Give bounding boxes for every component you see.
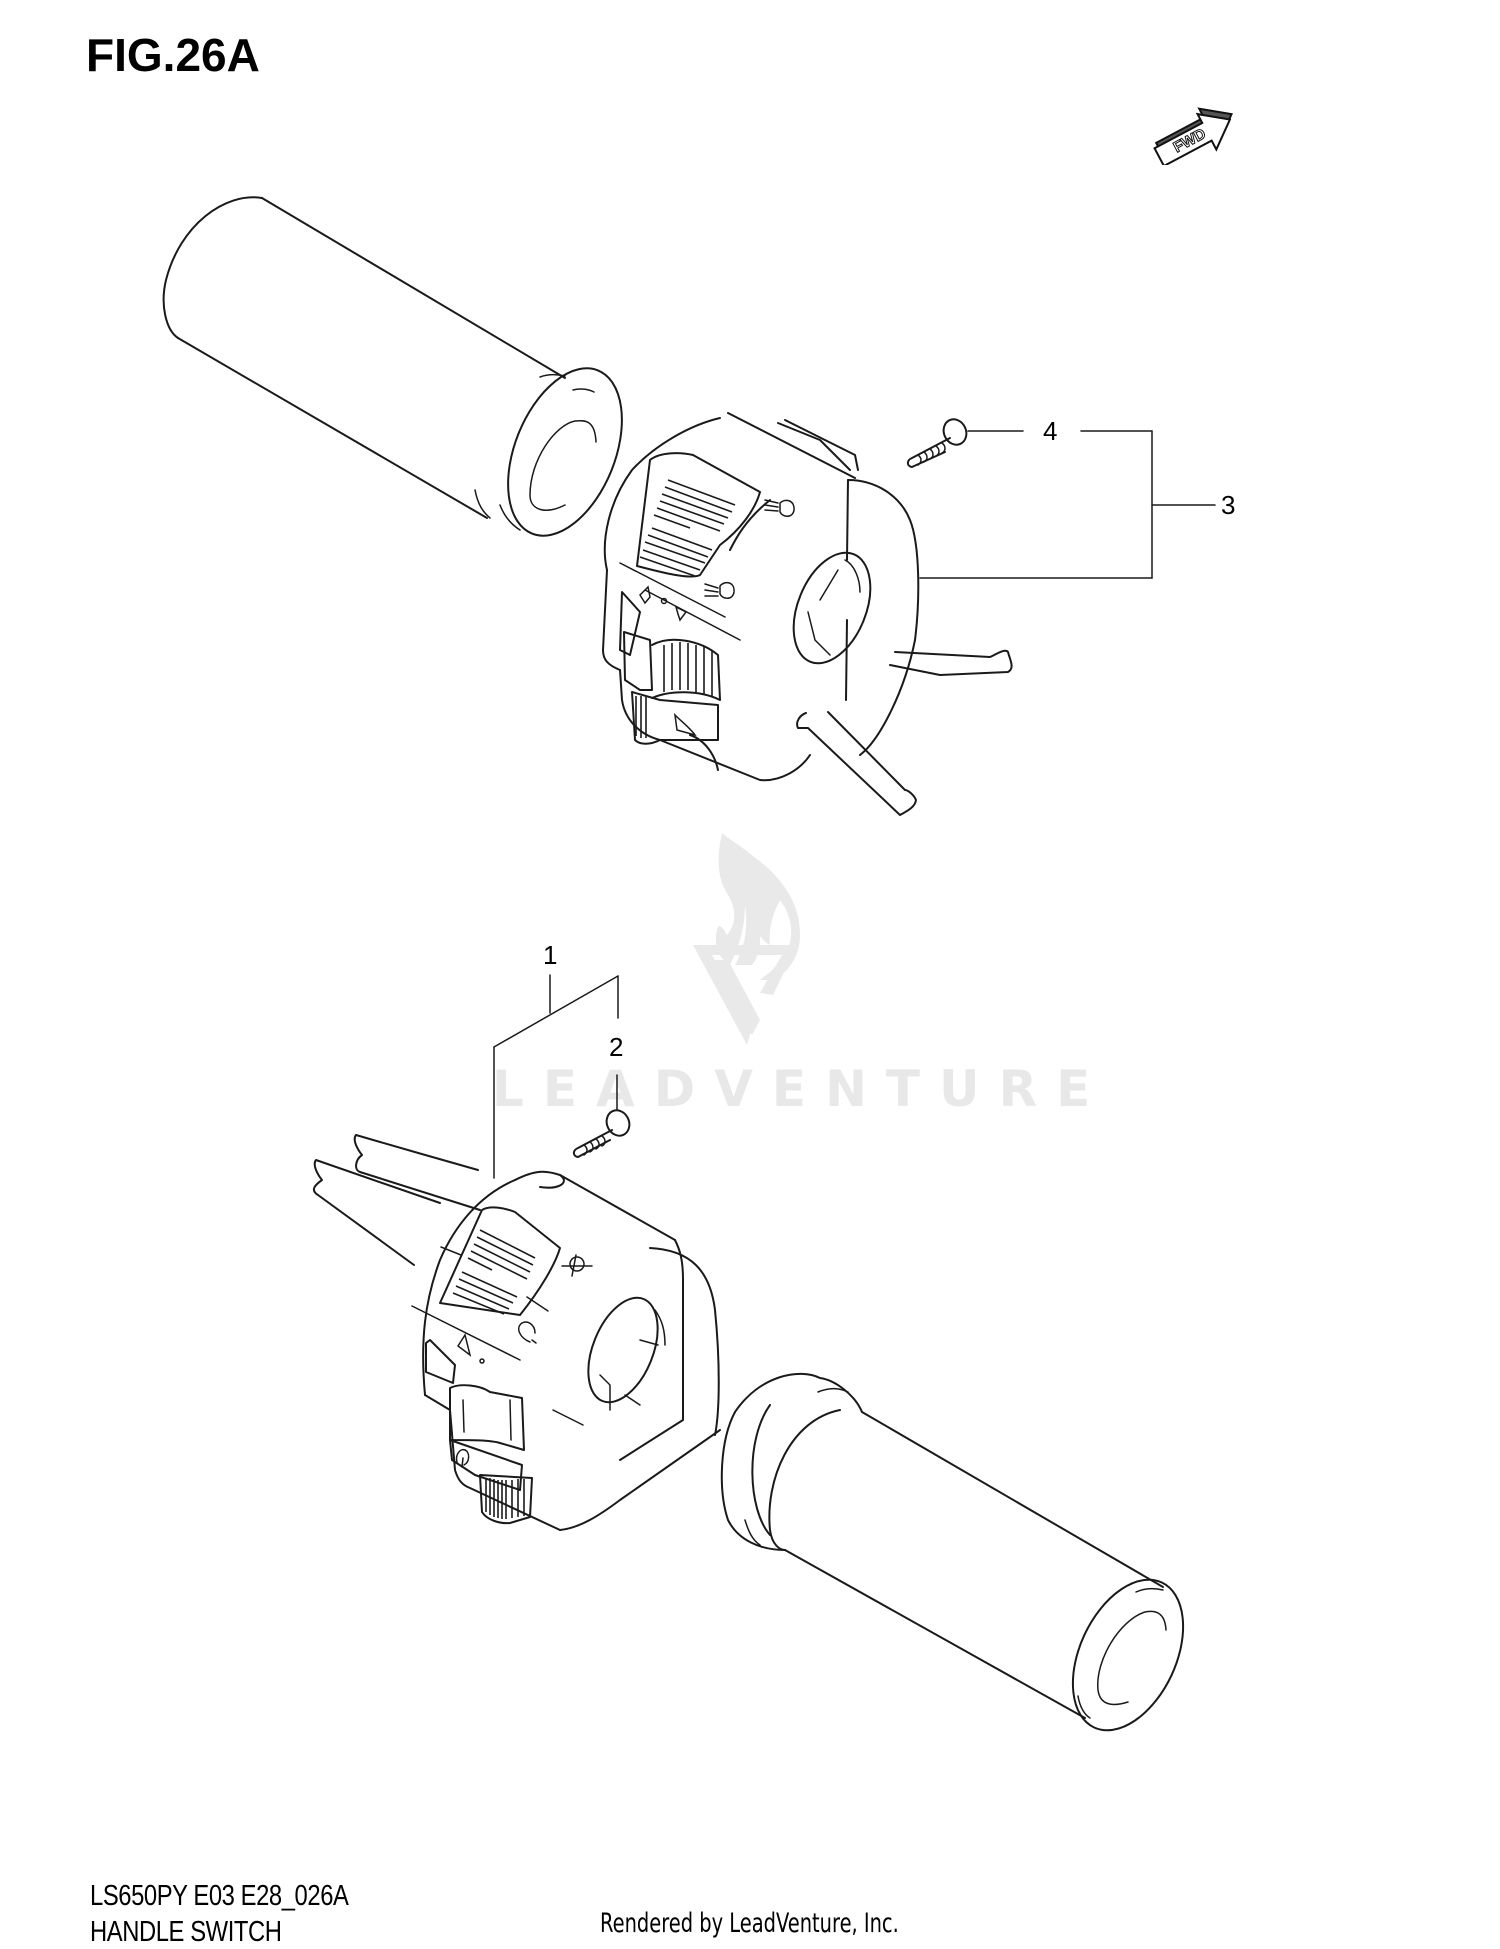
rendered-by-credit: Rendered by LeadVenture, Inc. [600, 1908, 899, 1939]
horn-icon [673, 712, 697, 737]
section-name: HANDLE SWITCH [90, 1916, 282, 1948]
callout-3[interactable]: 3 [1221, 490, 1236, 520]
lower-grip[interactable] [720, 1372, 1205, 1748]
screw-left[interactable] [572, 1107, 634, 1158]
hazard-icon [456, 1333, 472, 1357]
figure-title: FIG.26A [86, 29, 260, 81]
upper-grip[interactable] [162, 196, 645, 552]
turn-signal-arrows-icon [639, 585, 688, 622]
leadventure-flame-logo-icon [693, 833, 800, 1045]
screw-right[interactable] [906, 416, 971, 468]
lower-handle-switch[interactable] [312, 1134, 721, 1531]
forward-arrow-icon: FWD [1153, 107, 1234, 165]
start-icon [518, 1321, 537, 1344]
headlight-high-icon [764, 499, 795, 517]
choke-icon [455, 1448, 470, 1468]
upper-handle-switch[interactable] [602, 412, 1013, 816]
engine-stop-icon [561, 1254, 593, 1277]
callout-1[interactable]: 1 [543, 940, 558, 970]
callout-leader-3-4 [919, 430, 1216, 579]
callout-leader-1-2 [493, 974, 619, 1179]
callout-2[interactable]: 2 [609, 1032, 624, 1062]
model-code: LS650PY E03 E28_026A [90, 1880, 349, 1912]
headlight-low-icon [704, 581, 735, 599]
watermark-text: LEADVENTURE [492, 1060, 1110, 1118]
callout-4[interactable]: 4 [1043, 416, 1058, 446]
